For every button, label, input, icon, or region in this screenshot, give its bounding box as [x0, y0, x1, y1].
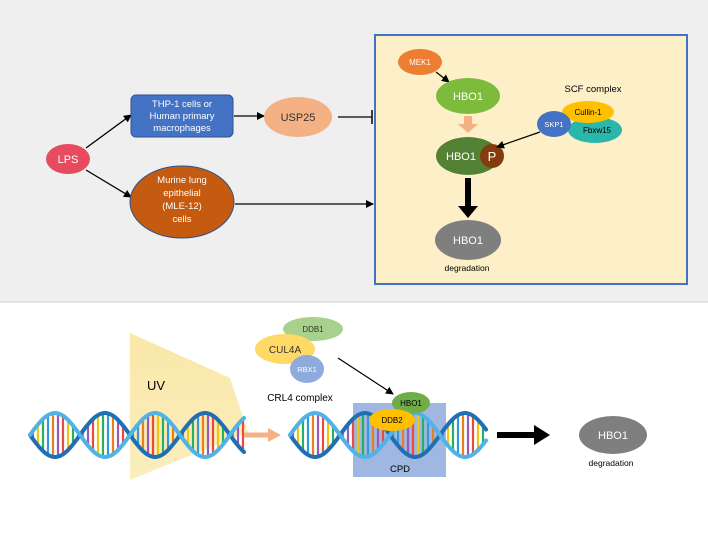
- mle12-label-line2: epithelial: [163, 188, 201, 199]
- dna-backbone: [28, 411, 246, 459]
- cullin1-label: Cullin-1: [574, 108, 602, 117]
- hbo1-phosphorylated-node: [436, 137, 500, 175]
- uv-light-beam: [130, 333, 248, 480]
- hbo1-degraded-label: HBO1: [453, 235, 483, 247]
- degradation-arrowhead-top: [458, 206, 478, 218]
- mle12-label-line4: cells: [172, 214, 191, 225]
- skp1-node: [537, 111, 571, 137]
- dna-helix-undamaged: [28, 411, 246, 459]
- fbxw15-label: Fbxw15: [583, 126, 612, 135]
- cpd-label: CPD: [390, 464, 410, 475]
- dna-backbone: [288, 411, 488, 459]
- mle12-cells-node: [129, 165, 235, 239]
- thp1-macrophage-box: [130, 94, 234, 138]
- rbx1-label: RBX1: [297, 365, 317, 374]
- mek1-label: MEK1: [409, 58, 431, 67]
- degradation-arrowhead-bottom: [534, 425, 550, 445]
- lps-label: LPS: [58, 154, 79, 166]
- lps-node: [46, 144, 90, 174]
- cullin1-node: [562, 101, 614, 123]
- dna-backbone: [288, 411, 488, 459]
- arrow-lps-to-mle: [85, 169, 132, 198]
- hbo1-degraded-bottom-label: HBO1: [598, 430, 628, 442]
- uv-damage-arrowhead: [268, 428, 281, 442]
- phosphate-label: P: [488, 149, 497, 164]
- hbo1-regulation-panel: [374, 34, 688, 285]
- ddb2-label: DDB2: [381, 416, 403, 425]
- crl4-complex-title: CRL4 complex: [267, 393, 333, 404]
- phosphorylation-arrow: [458, 116, 478, 133]
- hbo1-bound-node: [392, 392, 430, 414]
- scf-complex-title: SCF complex: [564, 84, 621, 95]
- hbo1-unphosphorylated-label: HBO1: [453, 91, 483, 103]
- ddb1-node: [283, 317, 343, 341]
- mle12-label-line3: (MLE-12): [162, 201, 202, 212]
- rbx1-node: [290, 355, 324, 383]
- thp1-label-line3: macrophages: [153, 123, 211, 134]
- degradation-label-top: degradation: [445, 263, 490, 273]
- arrow-crl4-to-hbo1: [337, 357, 394, 395]
- degradation-label-bottom: degradation: [589, 458, 634, 468]
- dna-backbone: [28, 411, 246, 459]
- phosphate-group: [480, 144, 504, 168]
- hbo1-degraded-node: [435, 220, 501, 260]
- thp1-label-line2: Human primary: [150, 111, 215, 122]
- mle12-label-line1: Murine lung: [157, 175, 207, 186]
- cul4a-label: CUL4A: [269, 345, 302, 356]
- hbo1-phosphorylated-label: HBO1: [446, 151, 476, 163]
- thp1-label-line1: THP-1 cells or: [152, 99, 212, 110]
- usp25-label: USP25: [281, 112, 316, 124]
- uv-label: UV: [147, 378, 165, 393]
- hbo1-bound-label: HBO1: [400, 399, 422, 408]
- arrow-mek1-to-hbo1: [435, 71, 450, 83]
- hbo1-degraded-bottom-node: [579, 416, 647, 454]
- hbo1-unphosphorylated-node: [436, 78, 500, 114]
- mek1-node: [398, 49, 442, 75]
- arrow-scf-to-hbo1: [496, 131, 541, 149]
- usp25-node: [264, 97, 332, 137]
- arrow-lps-to-thp1: [85, 114, 132, 149]
- ddb1-label: DDB1: [302, 325, 324, 334]
- ddb2-node: [369, 409, 415, 431]
- fbxw15-node: [568, 117, 622, 143]
- skp1-label: SKP1: [544, 120, 563, 129]
